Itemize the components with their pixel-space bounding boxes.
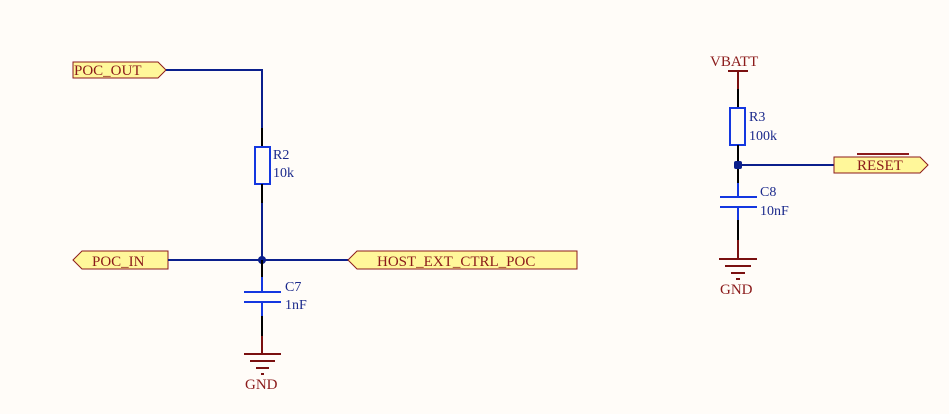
junction-dot-right	[734, 161, 742, 169]
port-reset[interactable]: RESET	[833, 153, 929, 174]
port-poc-out-label: POC_OUT	[74, 63, 142, 79]
port-poc-in-label: POC_IN	[92, 254, 145, 270]
wire-poc-out[interactable]	[166, 69, 263, 128]
capacitor-c8[interactable]: C8 10nF	[720, 169, 789, 240]
c8-designator: C8	[760, 185, 776, 200]
r3-value: 100k	[749, 129, 777, 144]
vbatt-power-port[interactable]: VBATT	[710, 54, 758, 89]
r2-designator: R2	[273, 148, 289, 163]
port-reset-label: RESET	[857, 158, 903, 174]
port-poc-out[interactable]: POC_OUT	[72, 61, 167, 79]
gnd-right-label: GND	[720, 282, 753, 298]
gnd-left-label: GND	[245, 377, 278, 393]
c7-value: 1nF	[285, 298, 307, 313]
vbatt-label: VBATT	[710, 54, 758, 70]
port-poc-in[interactable]: POC_IN	[72, 250, 169, 270]
r3-designator: R3	[749, 110, 765, 125]
port-host-ext-ctrl-poc[interactable]: HOST_EXT_CTRL_POC	[347, 250, 578, 270]
r2-body	[254, 146, 271, 185]
r3-body	[729, 107, 746, 146]
r2-value: 10k	[273, 166, 294, 181]
resistor-r2[interactable]: R2 10k	[254, 128, 294, 203]
port-host-ext-ctrl-poc-label: HOST_EXT_CTRL_POC	[377, 254, 535, 270]
c7-designator: C7	[285, 280, 301, 295]
c8-value: 10nF	[760, 204, 789, 219]
gnd-symbol-right[interactable]: GND	[719, 240, 757, 298]
gnd-symbol-left[interactable]: GND	[244, 336, 281, 393]
capacitor-c7[interactable]: C7 1nF	[244, 260, 307, 336]
resistor-r3[interactable]: R3 100k	[729, 89, 777, 165]
